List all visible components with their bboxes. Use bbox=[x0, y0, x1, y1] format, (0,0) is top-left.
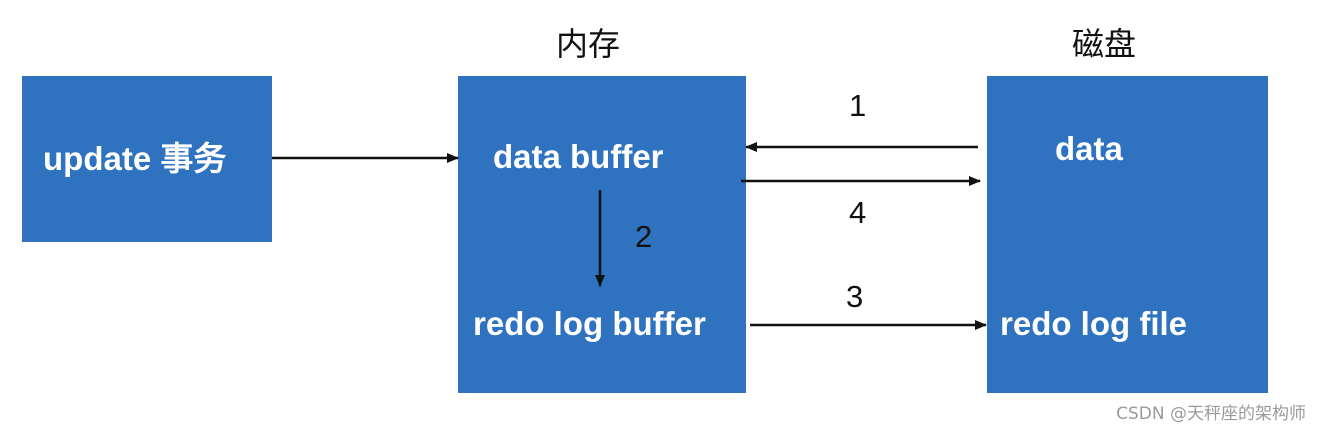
csdn-watermark: CSDN @天秤座的架构师 bbox=[1116, 404, 1306, 424]
memory-box: data buffer redo log buffer bbox=[458, 76, 746, 393]
memory-heading: 内存 bbox=[556, 25, 621, 63]
update-transaction-label: update 事务 bbox=[43, 140, 227, 177]
step-3-label: 3 bbox=[846, 279, 864, 314]
disk-box: data redo log file bbox=[987, 76, 1268, 393]
redo-log-file-label: redo log file bbox=[1000, 305, 1188, 342]
data-buffer-label: data buffer bbox=[493, 138, 664, 175]
disk-data-label: data bbox=[1055, 130, 1123, 167]
step-1-label: 1 bbox=[849, 88, 867, 123]
redo-log-buffer-label: redo log buffer bbox=[473, 305, 706, 342]
step-4-label: 4 bbox=[849, 195, 867, 230]
disk-heading: 磁盘 bbox=[1072, 25, 1137, 63]
update-transaction-box: update 事务 bbox=[22, 76, 272, 242]
step-2-label: 2 bbox=[635, 219, 653, 254]
